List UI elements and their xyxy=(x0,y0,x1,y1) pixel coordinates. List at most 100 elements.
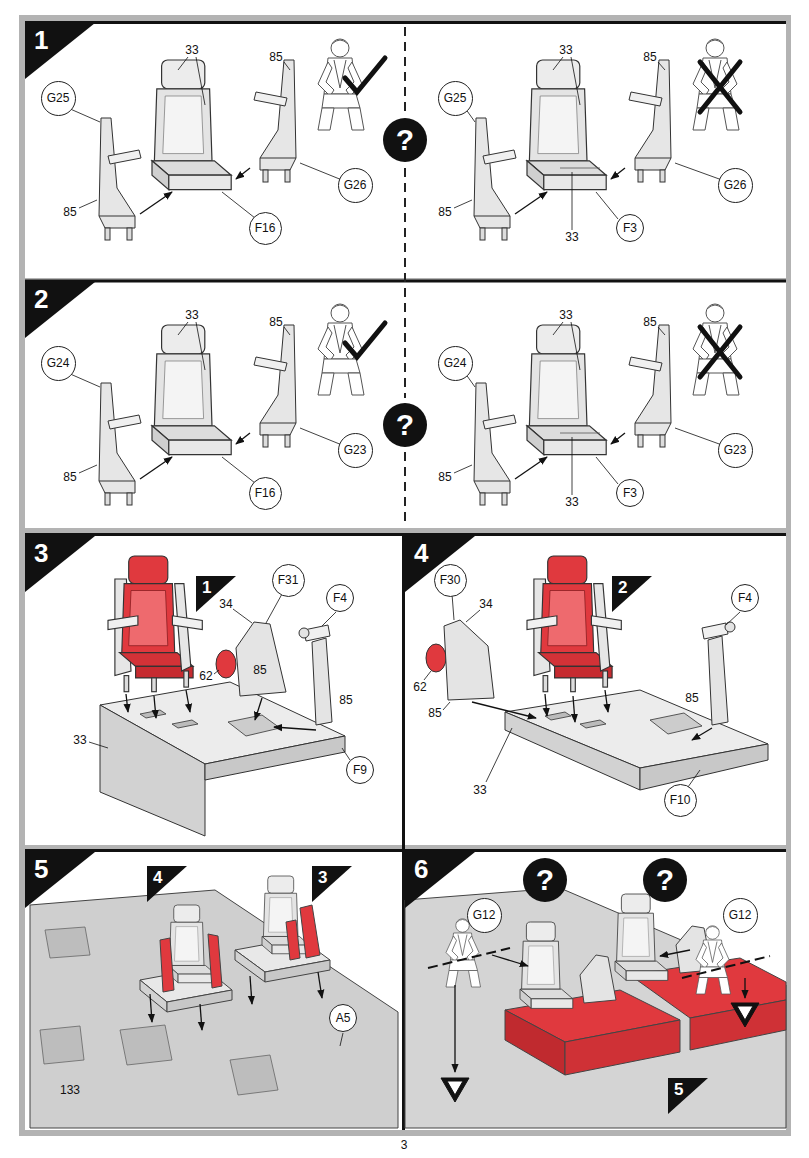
fit-arrow xyxy=(472,690,712,740)
seat-base-assembly xyxy=(444,620,494,700)
option-question-circle: ? xyxy=(643,858,687,902)
part-number: F3 xyxy=(623,222,637,234)
panel-rule xyxy=(25,849,786,852)
floor-assembly xyxy=(696,926,731,994)
fit-arrow xyxy=(660,950,690,956)
seat-option-parts xyxy=(675,163,722,180)
seat-base-assembly xyxy=(108,556,202,692)
part-number-circle: F3 xyxy=(616,479,644,507)
step-badge: 3 xyxy=(25,536,95,592)
panel-ground xyxy=(25,21,786,278)
seat-option-parts xyxy=(222,192,255,218)
seat-option-parts xyxy=(196,57,205,105)
callout-number: 85 xyxy=(339,694,352,706)
leader-line xyxy=(322,612,336,626)
seat-base-assembly xyxy=(505,712,640,790)
fit-arrow xyxy=(255,698,262,720)
cut-line xyxy=(682,956,770,978)
seat-base-assembly xyxy=(580,720,606,728)
seat-base-assembly xyxy=(702,623,728,639)
seat-option-parts xyxy=(454,200,472,208)
seat-base-assembly xyxy=(236,622,286,696)
leader-line xyxy=(89,742,108,748)
seat-option-parts xyxy=(236,168,250,179)
leader-line xyxy=(233,609,252,623)
step-number: 2 xyxy=(34,286,48,312)
part-number: G12 xyxy=(729,909,752,921)
part-number-circle: A5 xyxy=(329,1004,357,1032)
leader-line xyxy=(266,594,282,623)
part-number-circle: F3 xyxy=(616,214,644,242)
step-number: 4 xyxy=(414,540,428,566)
seat-base-assembly xyxy=(100,556,345,836)
leader-line xyxy=(452,594,454,620)
fit-arrow xyxy=(150,994,152,1022)
part-number: G24 xyxy=(47,357,70,369)
seat-option-parts xyxy=(629,60,671,182)
part-number-circle: G25 xyxy=(41,81,76,116)
panel-ground xyxy=(405,533,786,845)
fit-arrow xyxy=(154,696,156,718)
leader-line xyxy=(486,728,512,782)
seat-option-parts xyxy=(515,192,547,214)
leader-line xyxy=(424,671,431,680)
part-number-circle: F31 xyxy=(272,564,305,597)
seat-base-assembly xyxy=(140,710,166,718)
part-number: F16 xyxy=(255,487,276,499)
callout-number: 34 xyxy=(219,598,232,610)
floor-assembly xyxy=(615,894,668,980)
callout-number: 3 xyxy=(401,1139,408,1151)
triangle-fill xyxy=(25,536,95,592)
question-mark: ? xyxy=(396,125,414,155)
fit-arrow xyxy=(250,976,252,1004)
triangle-fill xyxy=(196,576,236,612)
part-number-circle: G23 xyxy=(338,433,373,468)
part-number-circle: F10 xyxy=(664,784,697,817)
cut-line xyxy=(428,948,770,978)
leader-line xyxy=(424,594,740,787)
leader-line xyxy=(342,748,350,760)
step-number: 3 xyxy=(34,540,48,566)
part-number-circle: F30 xyxy=(434,564,467,597)
part-number: F16 xyxy=(255,222,276,234)
part-number: G24 xyxy=(444,357,467,369)
callout-number: 33 xyxy=(185,44,198,56)
instruction-artwork xyxy=(68,304,385,505)
fit-arrow xyxy=(186,690,190,712)
question-mark: ? xyxy=(656,865,674,895)
part-number: G26 xyxy=(724,179,747,191)
seat-base-assembly xyxy=(545,712,571,720)
floor-assembly xyxy=(300,905,320,958)
seat-option-parts xyxy=(79,200,97,208)
part-number-circle: G23 xyxy=(718,433,753,468)
callout-number: 85 xyxy=(269,316,282,328)
option-divider xyxy=(404,27,406,525)
floor-assembly xyxy=(405,888,786,1128)
step-badge: 2 xyxy=(25,282,95,338)
floor-assembly xyxy=(230,1055,278,1095)
step-number: 5 xyxy=(34,856,48,882)
fit-arrow xyxy=(472,702,536,718)
fit-arrow xyxy=(200,1004,202,1030)
subassembly-reference: 2 xyxy=(612,576,652,612)
seat-option-parts xyxy=(99,118,141,240)
floor-assembly xyxy=(690,1000,786,1050)
floor-assembly xyxy=(30,876,398,1128)
seat-base-assembly xyxy=(527,556,621,692)
leader-line xyxy=(726,612,740,625)
seat-option-parts xyxy=(300,163,342,180)
seat-option-parts xyxy=(178,57,188,70)
callout-number: 85 xyxy=(253,664,266,676)
part-number-circle: F16 xyxy=(249,212,282,245)
part-number: F10 xyxy=(670,794,691,806)
subassembly-reference: 4 xyxy=(147,866,187,902)
panel-ground xyxy=(25,21,786,1130)
option-question-circle: ? xyxy=(523,858,567,902)
floor-assembly xyxy=(286,920,300,960)
seat-option-parts xyxy=(152,60,231,190)
subassembly-reference: 3 xyxy=(312,866,352,902)
seat-option-parts xyxy=(572,172,573,230)
leader-line xyxy=(443,702,450,710)
